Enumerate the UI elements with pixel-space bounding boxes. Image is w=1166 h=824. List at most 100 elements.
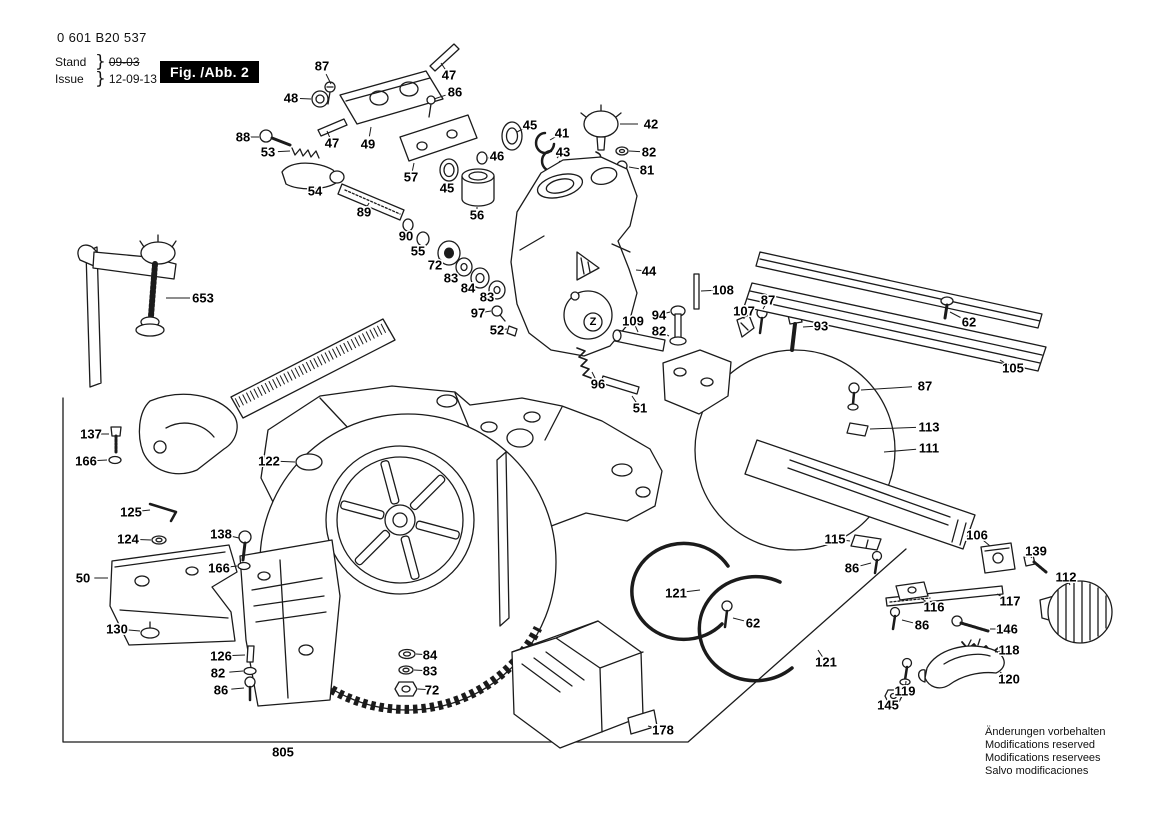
- part-callout-86: 86: [915, 618, 929, 633]
- leader-line-53: [277, 150, 291, 153]
- leader-line-90: [405, 230, 408, 234]
- legal-note-fr: Modifications reservees: [985, 752, 1101, 764]
- part-callout-62: 62: [746, 616, 760, 631]
- leader-line-62: [732, 617, 745, 622]
- part-callout-97: 97: [471, 306, 485, 321]
- part-callout-87: 87: [761, 293, 775, 308]
- part-callout-106: 106: [966, 528, 988, 543]
- legal-note-en: Modifications reserved: [985, 739, 1096, 751]
- part-callout-805: 805: [272, 745, 294, 760]
- leader-line-72: [437, 258, 442, 263]
- leader-line-166: [227, 565, 238, 568]
- legal-note-es: Salvo modificaciones: [985, 765, 1089, 777]
- part-callout-82: 82: [211, 666, 225, 681]
- leader-line-126: [231, 654, 246, 656]
- leader-line-130: [127, 629, 141, 632]
- legal-note-de: Änderungen vorbehalten: [985, 726, 1106, 738]
- left-fasteners: [108, 426, 418, 702]
- figure-label: Fig. /Abb. 2: [160, 61, 260, 83]
- leader-line-54: [311, 184, 315, 189]
- part-callout-62: 62: [962, 315, 976, 330]
- part-callout-72: 72: [428, 258, 442, 273]
- leader-line-121: [817, 649, 823, 657]
- part-105-fence-rails: [743, 251, 1047, 372]
- part-callout-166: 166: [208, 561, 230, 576]
- brace-glyph: }: [95, 68, 106, 89]
- leader-line-83: [489, 294, 493, 297]
- group-frame-805: [62, 397, 907, 743]
- legal-notes: Änderungen vorbehalten Modifications res…: [985, 726, 1105, 778]
- leader-line-145: [889, 699, 893, 704]
- leader-line-97: [483, 310, 492, 313]
- leader-line-87: [860, 386, 913, 391]
- leader-line-120: [999, 671, 1006, 677]
- part-callout-115: 115: [825, 532, 846, 547]
- leader-line-86: [433, 94, 446, 100]
- leader-line-125: [139, 509, 151, 512]
- part-callout-83: 83: [480, 290, 494, 305]
- stand-value: 09-03: [108, 54, 140, 69]
- part-callout-42: 42: [644, 117, 658, 132]
- leader-line-116: [920, 597, 929, 604]
- part-callout-57: 57: [404, 170, 418, 185]
- part-callout-87: 87: [315, 59, 329, 74]
- part-callout-41: 41: [555, 126, 569, 141]
- lock-knob-assembly: [850, 534, 1113, 703]
- leader-line-51: [631, 395, 637, 403]
- part-callout-112: 112: [1056, 570, 1077, 585]
- leader-line-81: [628, 166, 639, 170]
- part-callout-139: 139: [1025, 544, 1047, 559]
- part-callout-50: 50: [76, 571, 90, 586]
- leader-line-121: [686, 589, 701, 593]
- leader-line-82: [663, 332, 670, 337]
- leader-line-124: [138, 539, 152, 541]
- leader-line-87: [325, 73, 332, 85]
- part-callout-146: 146: [996, 622, 1018, 637]
- part-callout-93: 93: [814, 319, 828, 334]
- part-callout-84: 84: [461, 281, 476, 296]
- part-callout-45: 45: [440, 181, 454, 196]
- leader-line-86: [231, 687, 245, 690]
- part-callout-113: 113: [919, 420, 940, 435]
- part-callout-125: 125: [120, 505, 142, 520]
- part-callout-72: 72: [425, 683, 439, 698]
- part-callout-52: 52: [490, 323, 504, 338]
- part-callout-118: 118: [999, 643, 1020, 658]
- part-178-bracket: [511, 620, 658, 749]
- stand-row: Stand } 09-03: [55, 52, 157, 72]
- leader-line-49: [368, 126, 372, 137]
- leader-line-108: [700, 289, 714, 292]
- part-callout-653: 653: [192, 291, 214, 306]
- leader-line-139: [1030, 553, 1035, 559]
- part-callout-107: 107: [733, 304, 755, 319]
- leader-line-55: [418, 245, 422, 250]
- leader-line-83: [453, 272, 459, 277]
- leader-line-84: [470, 283, 475, 287]
- part-121-rings: [630, 541, 794, 683]
- part-callout-82: 82: [652, 324, 666, 339]
- leader-line-57: [411, 162, 415, 171]
- datum-marker-z: Z: [583, 312, 603, 332]
- part-callout-111: 111: [919, 441, 939, 456]
- svg-text:Z: Z: [590, 316, 597, 328]
- part-callout-88: 88: [236, 130, 250, 145]
- leader-line-41: [549, 135, 557, 141]
- leader-line-119: [905, 680, 907, 687]
- leader-line-109: [634, 325, 639, 333]
- part-callout-124: 124: [117, 532, 139, 547]
- leader-line-47: [440, 62, 446, 70]
- part-callout-126: 126: [210, 649, 232, 664]
- leader-line-45: [516, 127, 525, 133]
- part-callout-117: 117: [1000, 594, 1021, 609]
- part-callout-90: 90: [399, 229, 413, 244]
- leader-line-138: [228, 535, 240, 539]
- leader-line-105: [999, 359, 1008, 365]
- leader-line-122: [280, 460, 296, 463]
- leader-line-86: [901, 619, 914, 624]
- leader-line-106: [982, 539, 991, 547]
- part-callout-138: 138: [210, 527, 232, 542]
- part-callout-81: 81: [640, 163, 654, 178]
- document-part-number: 0 601 B20 537: [57, 30, 147, 45]
- issue-label: Issue: [55, 71, 84, 86]
